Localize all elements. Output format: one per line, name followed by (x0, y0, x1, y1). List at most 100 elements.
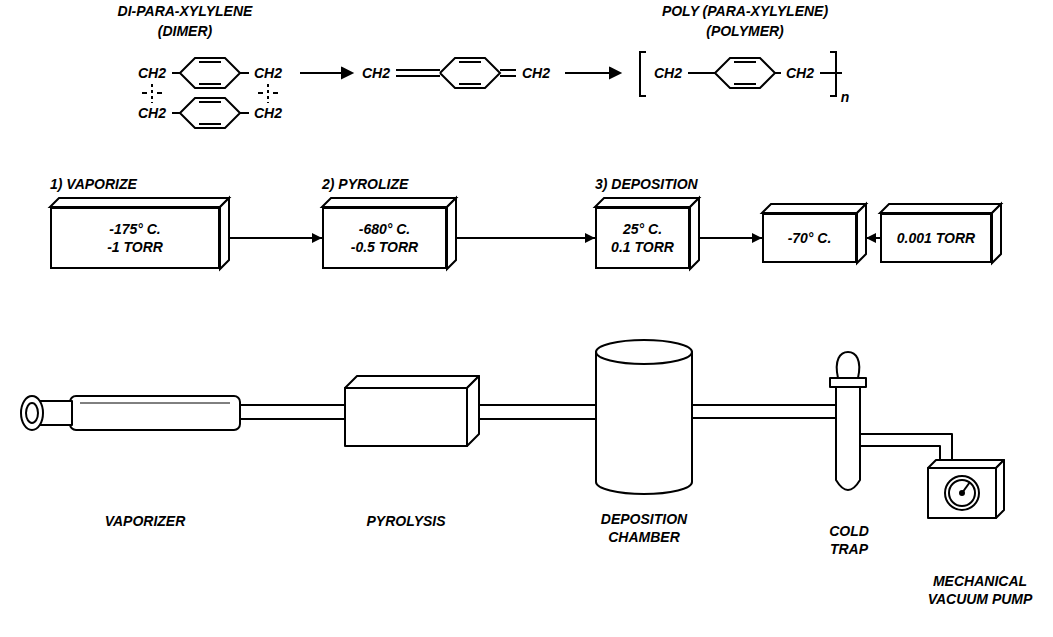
bond-line (157, 92, 162, 94)
chemistry-art (142, 52, 842, 128)
condition-text: 0.001 TORR (897, 229, 975, 247)
bond-line (640, 52, 646, 96)
box-side-face (690, 198, 699, 269)
compound-name: DI-PARA-XYLYLENE (65, 2, 305, 20)
box-side-face (447, 198, 456, 269)
part-name: PYROLYSIS (336, 512, 476, 530)
box-top-face (50, 198, 229, 207)
chamber-body (596, 352, 692, 494)
trap-tube (836, 385, 860, 490)
reaction-arrow (610, 68, 620, 78)
chemical-group: CH2 (132, 64, 172, 82)
flow-arrow (699, 237, 762, 239)
trap-knob (837, 352, 860, 378)
ring-bond (199, 123, 221, 125)
pump-gauge (945, 476, 979, 510)
step-heading: 1) VAPORIZE (50, 175, 137, 193)
bond-line (300, 72, 344, 74)
box-top-face (322, 198, 456, 207)
trap-pipe (860, 434, 952, 463)
condition-text: -0.5 TORR (351, 238, 418, 256)
box-side-face (220, 198, 229, 269)
art-shape (21, 340, 1004, 518)
chemical-group: CH2 (516, 64, 556, 82)
chemical-group: CH2 (648, 64, 688, 82)
furnace-side (467, 376, 479, 446)
bond-line (565, 72, 612, 74)
ring-bond (734, 83, 756, 85)
pump-top (928, 460, 1004, 468)
bond-line (258, 92, 263, 94)
ring-bond (459, 61, 481, 63)
bond-line (151, 84, 153, 103)
part-name: VAPORIZER (65, 512, 225, 530)
condition-text: 25° C. (623, 220, 662, 238)
benzene-ring (180, 58, 240, 88)
chemical-group: CH2 (132, 104, 172, 122)
condition-text: -680° C. (359, 220, 411, 238)
box-top-face (595, 198, 699, 207)
compound-name: (DIMER) (125, 22, 245, 40)
benzene-ring (180, 98, 240, 128)
pipe (688, 405, 838, 418)
reaction-arrow (342, 68, 352, 78)
condition-text: -70° C. (788, 229, 832, 247)
ring-bond (459, 83, 481, 85)
part-name: DEPOSITION CHAMBER (584, 510, 704, 546)
bond-line (396, 69, 440, 71)
box-top-face (880, 204, 1001, 213)
pump-side (996, 460, 1004, 518)
vaporizer-cap-inner (26, 403, 38, 423)
benzene-ring (440, 58, 500, 88)
chemical-group: CH2 (248, 64, 288, 82)
ring-bond (734, 61, 756, 63)
pump-front (928, 468, 996, 518)
condition-text: -1 TORR (107, 238, 163, 256)
flow-arrow (456, 237, 595, 239)
bond-line (500, 75, 516, 77)
box-side-face (992, 204, 1001, 263)
vaporizer-neck (40, 401, 72, 425)
flow-arrow (229, 237, 322, 239)
bond-line (172, 112, 180, 114)
pipe (230, 405, 350, 419)
compound-name: (POLYMER) (685, 22, 805, 40)
trap-collar (830, 378, 866, 387)
vaporizer-highlight (80, 403, 230, 404)
chemical-group: CH2 (248, 104, 288, 122)
compound-name: POLY (PARA-XYLYLENE) (625, 2, 865, 20)
bond-line (688, 72, 715, 74)
furnace-front (345, 388, 467, 446)
bond-line (172, 72, 180, 74)
process-box: 2) PYROLIZE-680° C.-0.5 TORR (322, 207, 447, 269)
step-heading: 3) DEPOSITION (595, 175, 698, 193)
bond-line (820, 72, 842, 74)
vaporizer-cap (21, 396, 43, 430)
part-name: MECHANICAL VACUUM PUMP (920, 572, 1040, 608)
furnace-top (345, 376, 479, 388)
chemical-group: CH2 (356, 64, 396, 82)
ring-bond (199, 83, 221, 85)
pipe (460, 405, 600, 419)
ring-bond (199, 101, 221, 103)
condition-text: -175° C. (109, 220, 161, 238)
step-heading: 2) PYROLIZE (322, 175, 408, 193)
box-top-face (762, 204, 866, 213)
process-box: 0.001 TORR (880, 213, 992, 263)
bond-line (500, 69, 516, 71)
bond-line (830, 52, 836, 96)
bond-line (775, 72, 781, 74)
chemical-group: CH2 (780, 64, 820, 82)
condition-text: 0.1 TORR (611, 238, 674, 256)
repeat-index: n (837, 88, 853, 106)
bond-line (240, 72, 249, 74)
process-box: 3) DEPOSITION25° C.0.1 TORR (595, 207, 690, 269)
part-name: COLD TRAP (819, 522, 879, 558)
process-box: -70° C. (762, 213, 857, 263)
bond-line (267, 84, 269, 103)
